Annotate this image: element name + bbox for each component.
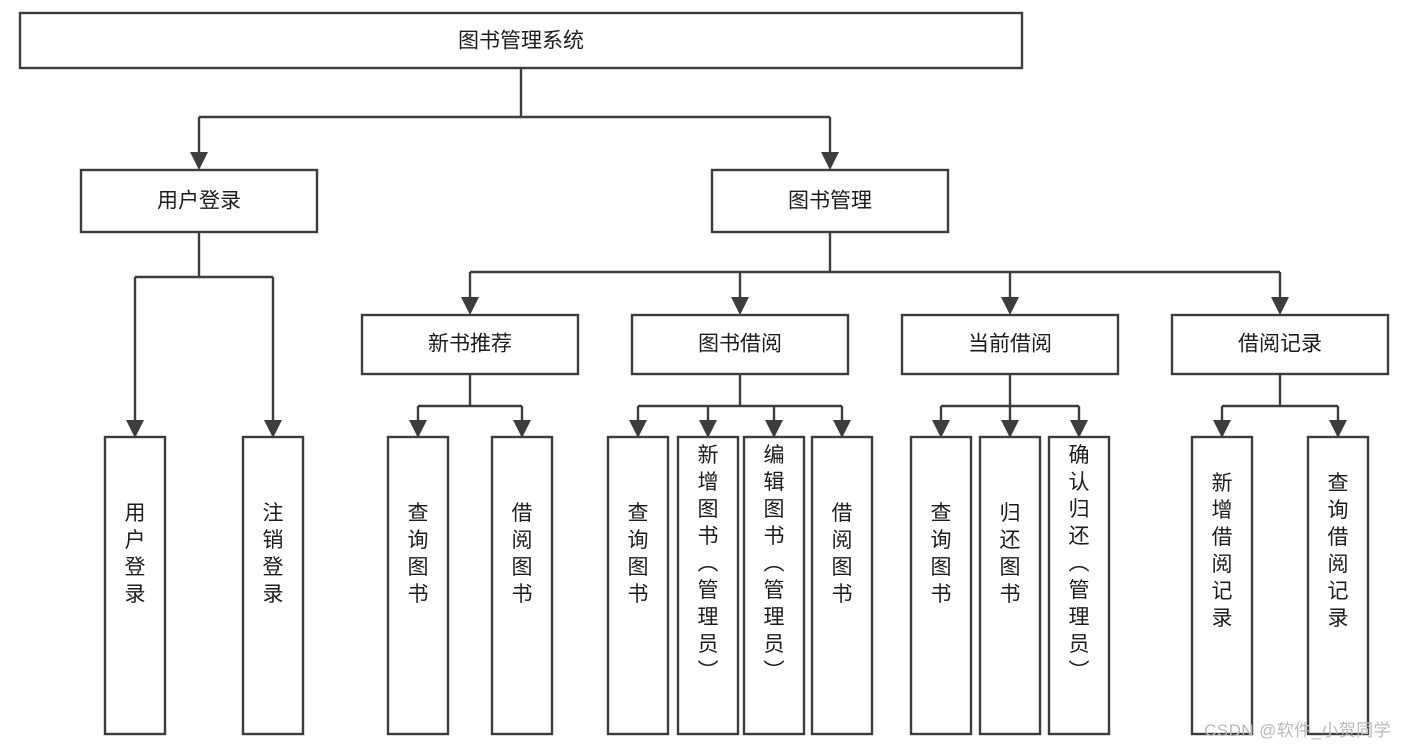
node-leaf-user-login-label: 用户登录: [125, 502, 146, 606]
connector-group-borrow-record: [1213, 374, 1347, 438]
arrow-to-leaf-borrow-book-1: [513, 420, 531, 438]
arrow-to-leaf-logout: [264, 420, 282, 438]
node-leaf-query-book-1-label: 查询图书: [408, 502, 429, 606]
node-leaf-confirm-return-label: 确认归还︵管理员︶: [1069, 444, 1090, 683]
node-book-manage[interactable]: 图书管理: [710, 168, 950, 234]
arrow-to-leaf-add-book: [699, 420, 717, 438]
node-book-borrow-label: 图书借阅: [698, 333, 782, 356]
node-leaf-add-record-label: 新增借阅记录: [1212, 472, 1233, 630]
arrow-to-book-manage: [821, 152, 839, 170]
arrow-to-leaf-edit-book: [765, 420, 783, 438]
connector-group-new-book-rec: [409, 374, 531, 438]
node-leaf-return-book-label: 归还图书: [1000, 502, 1021, 606]
node-leaf-query-record-label: 查询借阅记录: [1328, 472, 1349, 630]
node-leaf-return-book[interactable]: 归还图书: [978, 435, 1042, 736]
arrow-to-leaf-query-book-3: [932, 420, 950, 438]
node-leaf-confirm-return[interactable]: 确认归还︵管理员︶: [1047, 435, 1111, 736]
arrow-to-leaf-return-book: [1001, 420, 1019, 438]
arrow-to-book-borrow: [731, 297, 749, 315]
node-borrow-record[interactable]: 借阅记录: [1170, 313, 1390, 376]
node-leaf-borrow-book-2-label: 借阅图书: [832, 502, 853, 606]
connector-group-book-manage: [461, 232, 1289, 315]
arrow-to-leaf-query-book-1: [409, 420, 427, 438]
arrow-to-current-borrow: [1001, 297, 1019, 315]
node-root-label: 图书管理系统: [458, 30, 584, 53]
node-leaf-query-book-1[interactable]: 查询图书: [386, 435, 450, 736]
node-book-borrow[interactable]: 图书借阅: [630, 313, 850, 376]
node-leaf-query-book-2[interactable]: 查询图书: [606, 435, 670, 736]
node-leaf-add-book-label: 新增图书︵管理员︶: [698, 444, 719, 683]
arrow-to-leaf-user-login: [126, 420, 144, 438]
node-new-book-rec-label: 新书推荐: [428, 333, 512, 356]
connector-group-current-borrow: [932, 374, 1088, 438]
node-leaf-user-login[interactable]: 用户登录: [103, 435, 167, 736]
node-leaf-borrow-book-1-label: 借阅图书: [512, 502, 533, 606]
node-leaf-add-record[interactable]: 新增借阅记录: [1190, 435, 1254, 736]
arrow-to-leaf-add-record: [1213, 420, 1231, 438]
node-leaf-edit-book[interactable]: 编辑图书︵管理员︶: [742, 435, 806, 736]
node-leaf-query-book-2-label: 查询图书: [628, 502, 649, 606]
arrow-to-borrow-record: [1271, 297, 1289, 315]
node-leaf-borrow-book-1[interactable]: 借阅图书: [490, 435, 554, 736]
node-new-book-rec[interactable]: 新书推荐: [360, 313, 580, 376]
node-leaf-logout-label: 注销登录: [263, 502, 284, 606]
node-leaf-logout[interactable]: 注销登录: [241, 435, 305, 736]
arrow-to-new-book-rec: [461, 297, 479, 315]
node-leaf-query-record[interactable]: 查询借阅记录: [1306, 435, 1370, 736]
arrow-to-leaf-confirm-return: [1070, 420, 1088, 438]
arrow-to-leaf-borrow-book-2: [833, 420, 851, 438]
arrow-to-user-login: [190, 152, 208, 170]
node-book-manage-label: 图书管理: [788, 190, 872, 213]
connector-group-root: [190, 68, 839, 170]
node-leaf-borrow-book-2[interactable]: 借阅图书: [810, 435, 874, 736]
node-leaf-query-book-3-label: 查询图书: [931, 502, 952, 606]
node-current-borrow[interactable]: 当前借阅: [900, 313, 1120, 376]
node-leaf-add-book[interactable]: 新增图书︵管理员︶: [676, 435, 740, 736]
node-leaf-query-book-3[interactable]: 查询图书: [909, 435, 973, 736]
connector-group-book-borrow: [629, 374, 851, 438]
node-borrow-record-label: 借阅记录: [1238, 333, 1322, 356]
node-user-login-label: 用户登录: [157, 190, 241, 213]
connector-group-user-login: [126, 232, 282, 438]
arrow-to-leaf-query-record: [1329, 420, 1347, 438]
node-user-login[interactable]: 用户登录: [79, 168, 319, 234]
csdn-watermark: CSDN @软件_小贺同学: [1204, 721, 1391, 740]
arrow-to-leaf-query-book-2: [629, 420, 647, 438]
node-root[interactable]: 图书管理系统: [18, 11, 1024, 70]
node-leaf-edit-book-label: 编辑图书︵管理员︶: [764, 444, 785, 683]
node-current-borrow-label: 当前借阅: [968, 333, 1052, 356]
